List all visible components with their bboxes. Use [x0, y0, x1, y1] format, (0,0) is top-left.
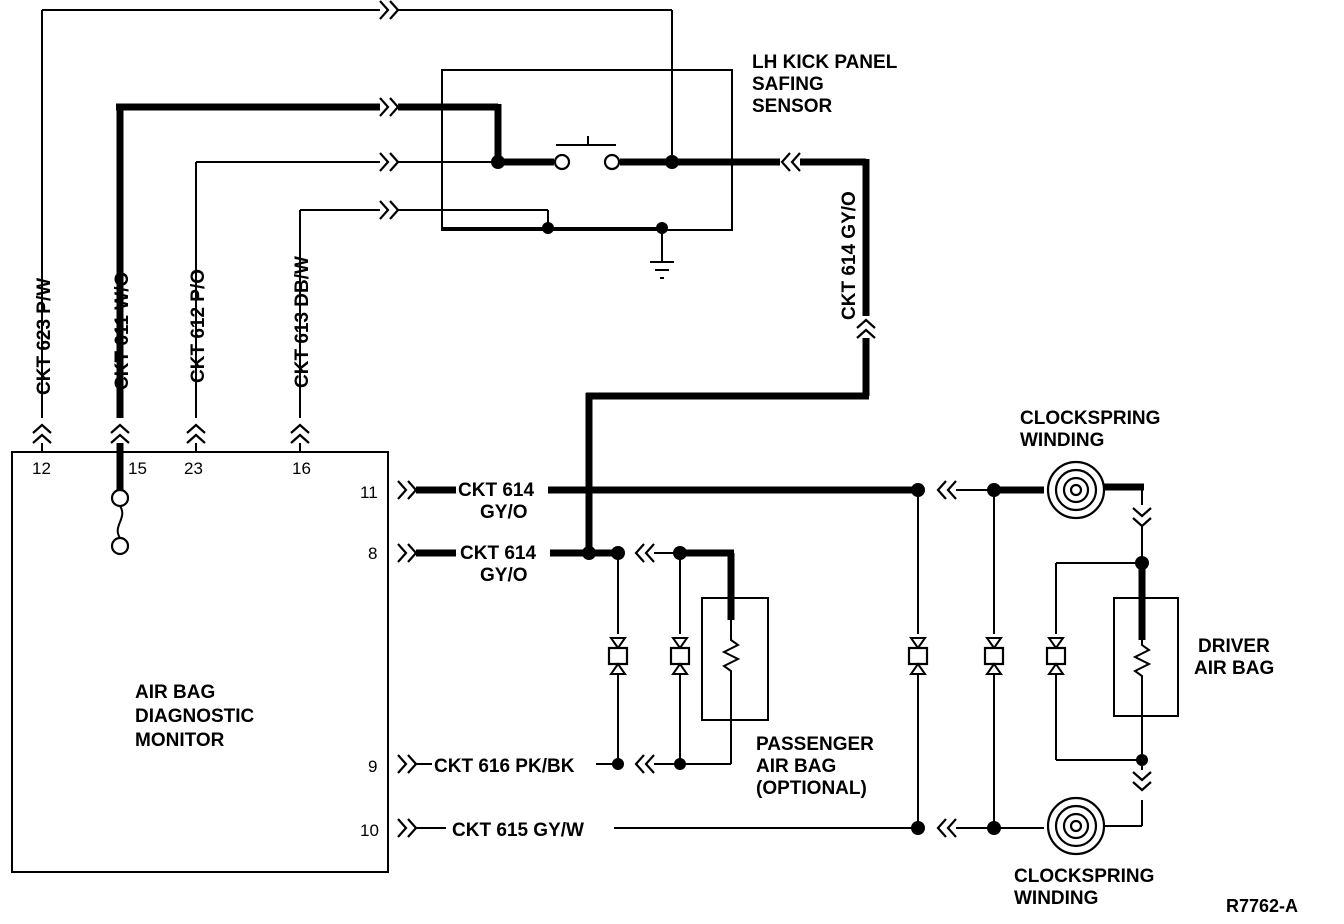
ckt-614-pin8-line1: CKT 614 [460, 543, 536, 564]
sensor-label-line1: LH KICK PANEL [752, 52, 898, 73]
pin-8: 8 [368, 544, 377, 563]
clockspring-top [1046, 460, 1106, 520]
clockspring-bottom [1046, 796, 1106, 856]
passenger-label-line1: PASSENGER [756, 734, 874, 755]
monitor-label-line1: AIR BAG [135, 682, 215, 703]
ckt-614-pin11-line2: GY/O [480, 502, 528, 523]
passenger-label-line3: (OPTIONAL) [756, 778, 867, 799]
pin-23: 23 [184, 459, 203, 478]
ckt-614-pin11-line1: CKT 614 [458, 480, 534, 501]
sensor-label-line3: SENSOR [752, 96, 833, 117]
air-bag-diagnostic-monitor-box [11, 451, 389, 873]
ckt-611-wire [109, 96, 502, 452]
ckt-623-wire [31, 0, 673, 452]
ckt-616-label: CKT 616 PK/BK [434, 756, 575, 777]
driver-air-bag-box [1113, 597, 1179, 717]
driver-label-line2: AIR BAG [1194, 658, 1274, 679]
pin-16: 16 [292, 459, 311, 478]
pin-10: 10 [360, 821, 379, 840]
ckt-612-wire [185, 151, 498, 452]
clockspring-top-line1: CLOCKSPRING [1020, 408, 1160, 429]
passenger-air-bag-box [701, 597, 769, 721]
ckt-611-label: CKT 611 W/O [112, 272, 133, 390]
ckt-615-label: CKT 615 GY/W [452, 820, 584, 841]
ckt-613-wire [289, 199, 549, 452]
monitor-label-line3: MONITOR [135, 730, 225, 751]
figure-code: R7762-A [1226, 896, 1298, 916]
safing-sensor-box [441, 69, 733, 231]
clockspring-bottom-line1: CLOCKSPRING [1014, 866, 1154, 887]
ckt-614-vertical-label: CKT 614 GY/O [839, 191, 860, 320]
pin-15: 15 [128, 459, 147, 478]
pin-9: 9 [368, 757, 377, 776]
clockspring-top-line2: WINDING [1020, 430, 1104, 451]
sensor-label-line2: SAFING [752, 74, 824, 95]
ckt-623-label: CKT 623 P/W [34, 278, 55, 395]
ckt-614-pin8-line2: GY/O [480, 565, 528, 586]
passenger-label-line2: AIR BAG [756, 756, 836, 777]
ckt-612-label: CKT 612 P/O [188, 269, 209, 383]
pin-12: 12 [32, 459, 51, 478]
ckt-613-label: CKT 613 DB/W [292, 256, 313, 388]
driver-label-line1: DRIVER [1198, 636, 1270, 657]
clockspring-bottom-line2: WINDING [1014, 888, 1098, 909]
monitor-label-line2: DIAGNOSTIC [135, 706, 255, 727]
pin-11: 11 [360, 483, 378, 502]
